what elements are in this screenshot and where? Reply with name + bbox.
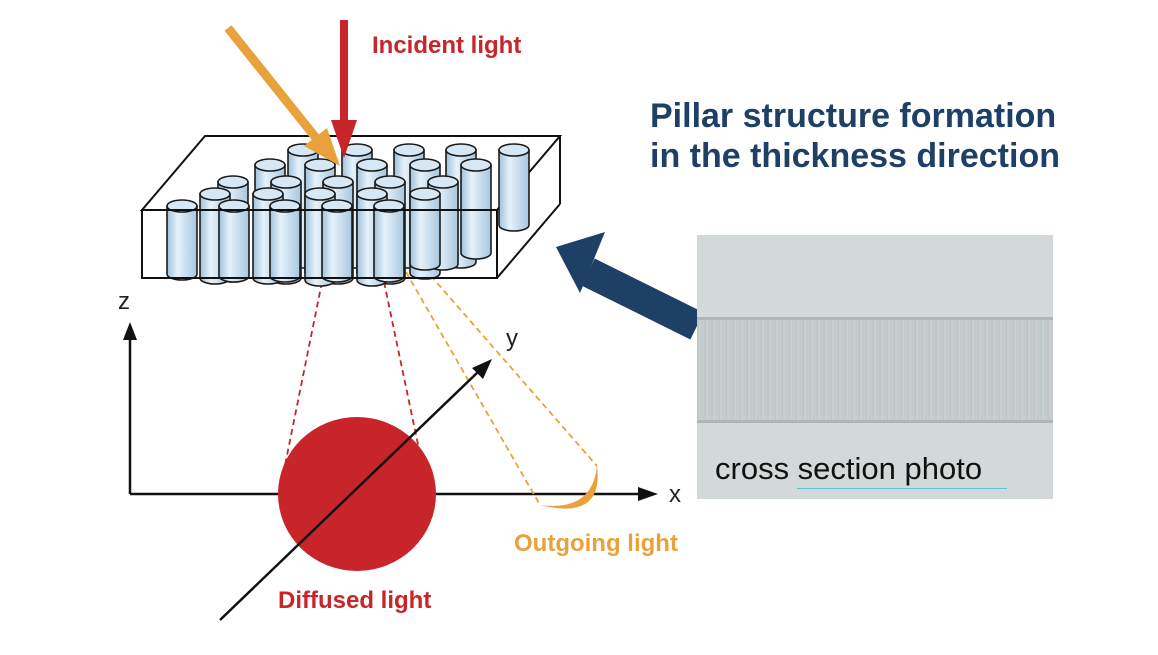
film-slab-front (141, 209, 498, 279)
layer-edge-bottom (697, 420, 1053, 423)
photo-caption: cross section photo (715, 451, 983, 486)
z-axis-label: z (118, 288, 130, 315)
pillar-top (199, 187, 231, 201)
pillar-body (321, 205, 353, 283)
y-axis-arrowhead (472, 359, 492, 379)
pillar-top (498, 143, 530, 157)
cross-section-photo: cross section photo (697, 235, 1053, 499)
pillar-top (252, 187, 284, 201)
pillar-top (393, 143, 425, 157)
pillar-top (322, 175, 354, 189)
y-axis (219, 359, 492, 621)
pillar-body (269, 205, 301, 283)
pillar-body (373, 205, 405, 283)
pillar-title-line1: Pillar structure formation (650, 97, 1057, 135)
diffusion-cone-lines (279, 267, 598, 506)
x-axis-label: x (669, 481, 681, 508)
diffused-light-label: Diffused light (278, 587, 432, 614)
photo-pointer-arrow (556, 232, 704, 340)
orange-incident-shaft (224, 25, 320, 141)
pillar-top (356, 187, 388, 201)
diffused-light-disc (278, 417, 436, 571)
pillar-top (374, 175, 406, 189)
orange-cone-lower (405, 271, 541, 506)
pillar (409, 187, 441, 271)
pillar (460, 158, 492, 260)
pillar (218, 199, 250, 283)
pillar-top (304, 158, 336, 172)
pillar-body (498, 149, 530, 232)
pillar (321, 199, 353, 283)
pillar (166, 199, 198, 281)
pillar-top (409, 187, 441, 201)
slab-front-face (141, 209, 498, 279)
outgoing-light-crescent (540, 466, 598, 509)
pillar-top (356, 158, 388, 172)
pillar-top (304, 187, 336, 201)
pillar-top (217, 175, 249, 189)
red-incident-arrowhead (331, 120, 357, 158)
pillar-top (445, 143, 477, 157)
pillar-body (166, 205, 198, 281)
y-axis-label: y (506, 325, 518, 352)
pillar (498, 143, 530, 232)
scale-bar (797, 488, 1007, 489)
z-axis-arrowhead (123, 322, 137, 340)
navy-arrow-shaft (581, 258, 704, 340)
pillar-top (460, 158, 492, 172)
pillar (269, 199, 301, 283)
layer-edge-top (697, 317, 1053, 320)
x-axis-arrowhead (638, 487, 658, 501)
pillar-top (409, 158, 441, 172)
pillar (373, 199, 405, 283)
orange-incident-arrowhead (304, 128, 340, 166)
incident-arrows (224, 20, 357, 166)
pillar-layer-band (697, 319, 1053, 421)
pillar-title-line2: in the thickness direction (650, 137, 1060, 175)
y-axis-line (219, 371, 479, 621)
pillar-top (270, 175, 302, 189)
red-cone-left (279, 281, 323, 491)
pillar-body (460, 164, 492, 260)
orange-cone-upper (423, 267, 598, 467)
pillar-body (409, 193, 441, 271)
pillar-top (427, 175, 459, 189)
pillar-body (218, 205, 250, 283)
pillar-array (166, 143, 530, 287)
pillar-top (254, 158, 286, 172)
slab-right-bottom-edge (496, 203, 561, 279)
navy-arrow-head (556, 232, 605, 293)
outgoing-light-label: Outgoing light (514, 530, 678, 557)
incident-light-label: Incident light (372, 32, 522, 59)
